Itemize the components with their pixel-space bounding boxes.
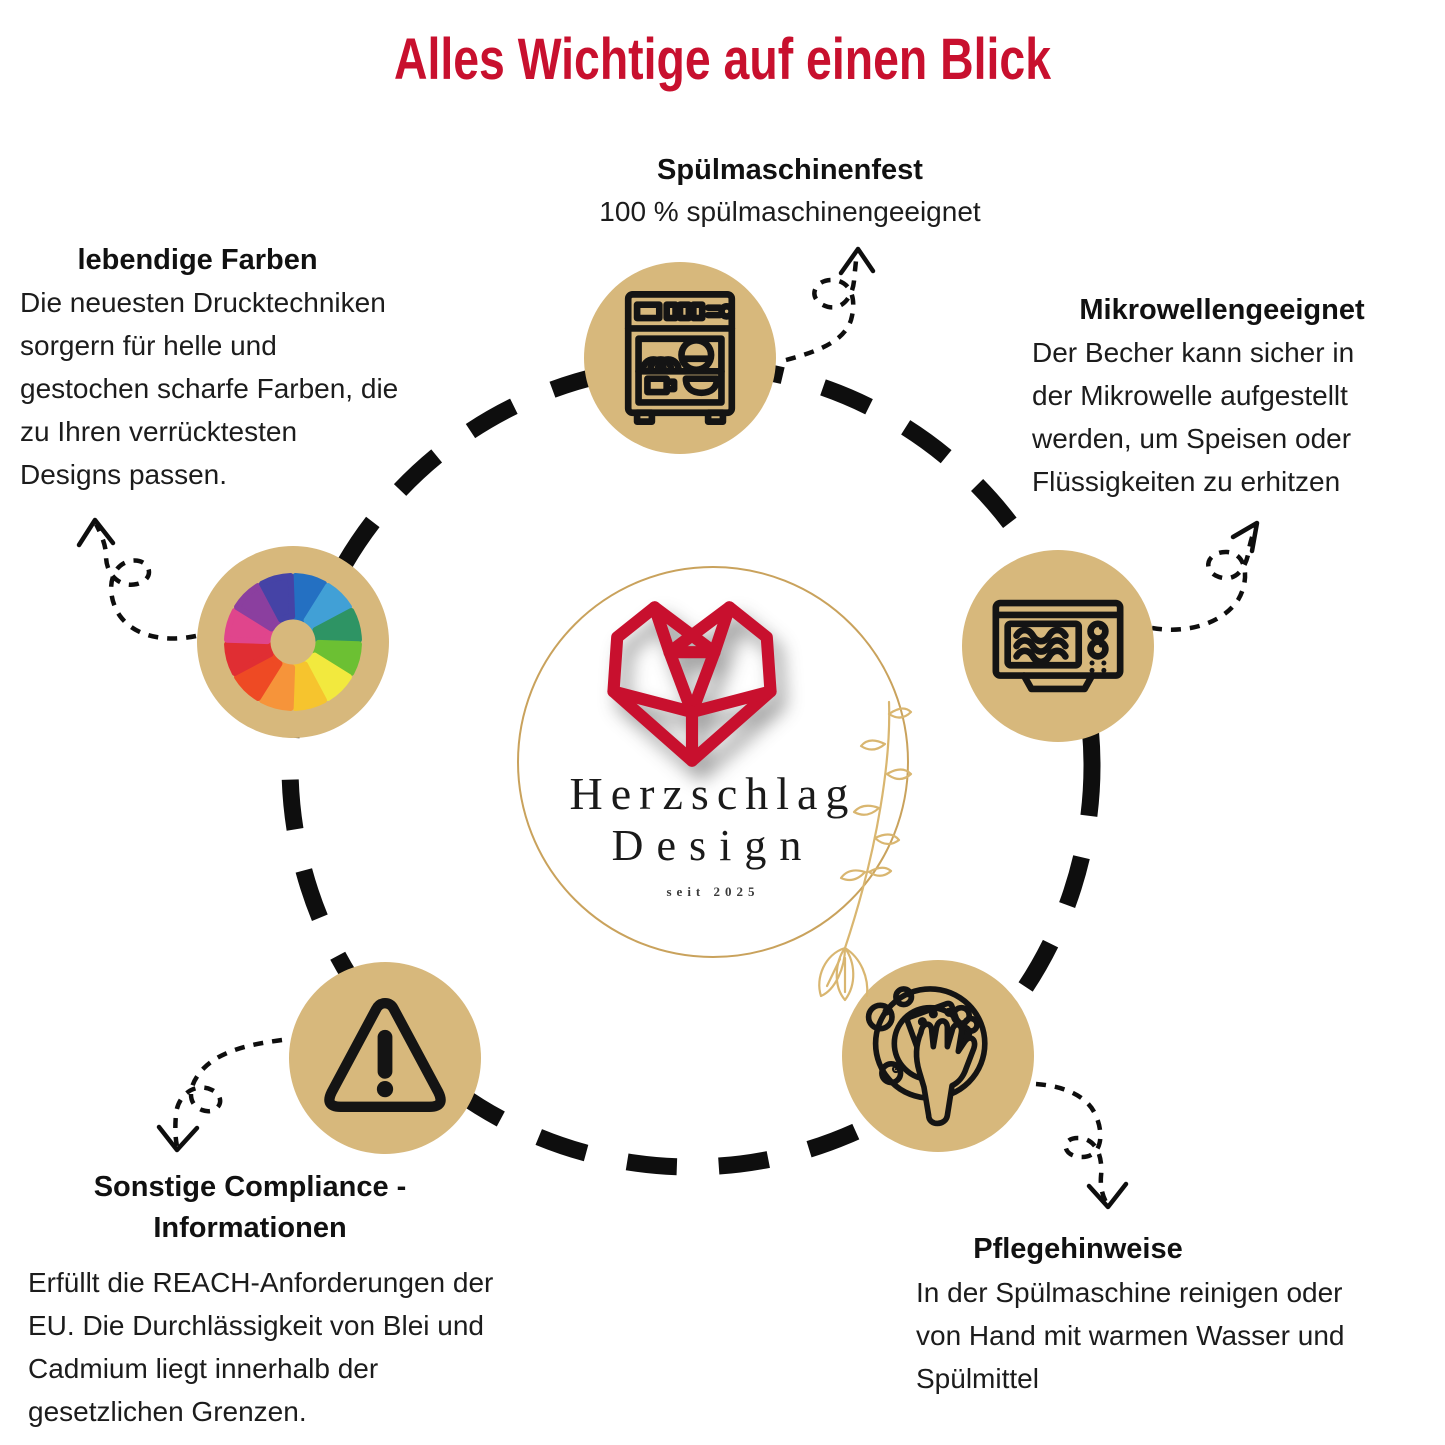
- brand-tagline: seit 2025: [666, 884, 760, 899]
- color-wheel-petal: [234, 652, 283, 701]
- arrowhead-left: [76, 517, 116, 548]
- feature-heading-microwave: Mikrowellengeeignet: [1079, 294, 1365, 326]
- arrowhead-bottom-right: [1086, 1181, 1129, 1210]
- branch-icon: [818, 700, 913, 1002]
- badge-microwave: [962, 550, 1154, 742]
- color-wheel-petal: [303, 652, 352, 701]
- arrowhead-top: [838, 246, 876, 276]
- color-wheel-petal: [259, 573, 296, 623]
- color-wheel-petal: [303, 583, 352, 632]
- feature-heading-care: Pflegehinweise: [973, 1233, 1183, 1265]
- warning-icon: [324, 998, 446, 1113]
- brand-logo: Herzschlag Design seit 2025: [517, 566, 913, 1002]
- feature-heading-dishwasher: Spülmaschinenfest: [657, 154, 923, 186]
- color-wheel-petal: [290, 573, 327, 623]
- badge-care: [842, 960, 1034, 1152]
- hand-wash-icon: [865, 986, 988, 1127]
- feature-body-care: In der Spülmaschine reinigen oder von Ha…: [916, 1277, 1345, 1394]
- dishwasher-icon: [624, 291, 736, 425]
- microwave-icon: [992, 599, 1124, 693]
- curly-arrow-bottom-right: [1035, 1081, 1109, 1206]
- curly-arrow-right: [1151, 525, 1259, 632]
- page-title: Alles Wichtige auf einen Blick: [393, 27, 1052, 92]
- curly-arrow-top: [785, 251, 860, 363]
- geometric-heart-icon: [607, 601, 777, 767]
- color-wheel-petal: [234, 583, 283, 632]
- arrowhead-right: [1230, 520, 1260, 554]
- arrowhead-bottom-left: [156, 1124, 200, 1153]
- feature-body-colors: Die neuesten Drucktechniken sorgern für …: [20, 287, 399, 490]
- color-wheel-petal: [259, 661, 296, 711]
- badge-colors: [197, 546, 389, 738]
- color-wheel-petal: [312, 608, 362, 645]
- brand-name-line1: Herzschlag: [569, 768, 857, 819]
- color-wheel-petal: [224, 608, 274, 645]
- badge-compliance: [289, 962, 481, 1154]
- brand-name-line2: Design: [611, 821, 815, 870]
- feature-heading-colors: lebendige Farben: [77, 244, 318, 276]
- color-wheel-petal: [224, 639, 274, 676]
- feature-body-dishwasher: 100 % spülmaschinengeeignet: [599, 196, 981, 227]
- curly-arrow-left: [93, 522, 197, 641]
- curly-arrow-bottom-left: [173, 1037, 283, 1147]
- color-wheel-petal: [312, 639, 362, 676]
- badge-dishwasher: [584, 262, 776, 454]
- feature-body-microwave: Der Becher kann sicher in der Mikrowelle…: [1032, 337, 1355, 497]
- feature-body-compliance: Erfüllt die REACH-Anforderungen der EU. …: [28, 1267, 494, 1427]
- color-wheel-icon: [224, 573, 362, 711]
- feature-heading-compliance: Sonstige Compliance - Informationen: [93, 1171, 407, 1244]
- color-wheel-petal: [290, 661, 327, 711]
